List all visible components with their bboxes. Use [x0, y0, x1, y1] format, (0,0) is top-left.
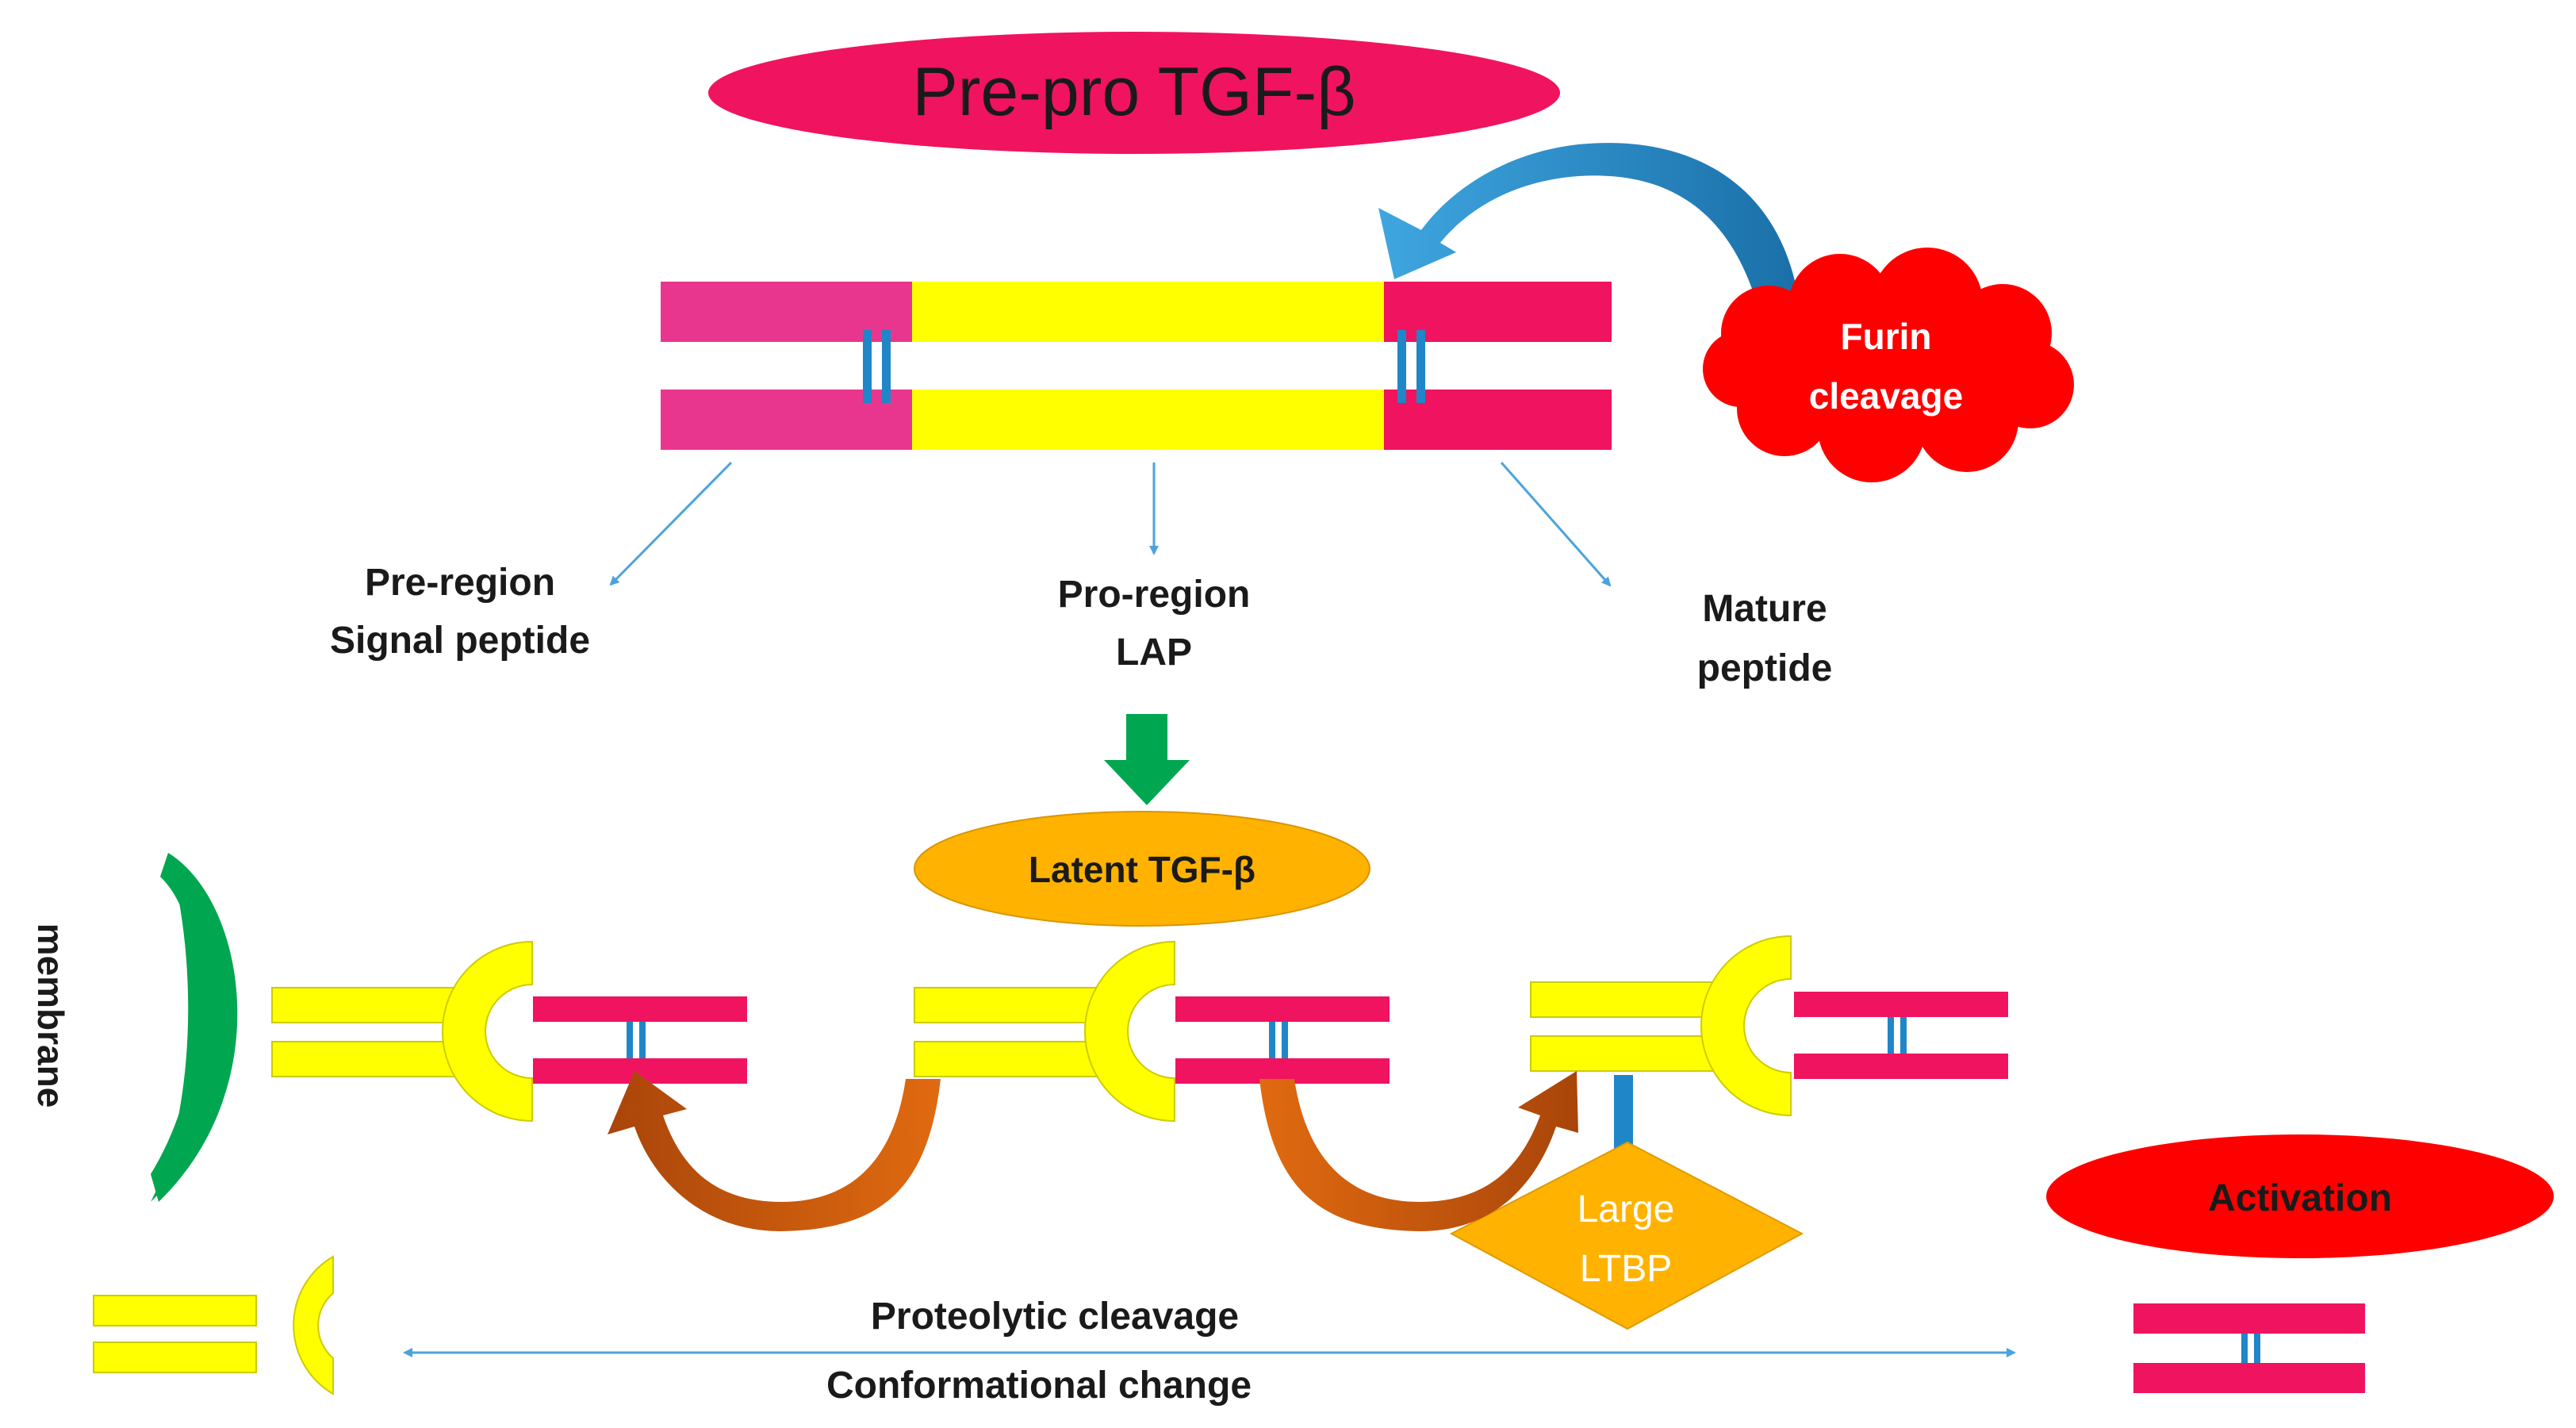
pro-region-bar-top [912, 282, 1384, 342]
title-text: Pre-pro TGF-β [912, 54, 1355, 130]
ltbp-link [1614, 1075, 1633, 1154]
mature-label-line2: peptide [1697, 647, 1833, 689]
disulfide-link [1397, 330, 1406, 403]
mature-region-pointer [1500, 462, 1612, 587]
pre-region-bar-bottom [661, 390, 912, 450]
brown-arrow-to-ltbp [1259, 1071, 1578, 1231]
latent-complex-ltbp [1530, 935, 2008, 1116]
ltbp-diamond [1449, 1141, 1804, 1330]
disulfide-link [863, 330, 872, 403]
ltbp-label-line1: Large [1577, 1188, 1675, 1230]
pre-region-label-line1: Pre-region [365, 562, 555, 604]
furin-label-line2: cleavage [1809, 375, 1963, 416]
title-ellipse [708, 32, 1560, 154]
precursor-bars [661, 282, 1612, 450]
active-tgf-dimer [2133, 1303, 2365, 1393]
brown-arrow-to-membrane [608, 1071, 941, 1231]
mature-label-line1: Mature [1702, 588, 1827, 630]
furin-curved-arrow [1378, 143, 1800, 311]
furin-cloud [1703, 248, 2074, 482]
latent-complex-free [914, 941, 1390, 1122]
ltbp-label-line2: LTBP [1580, 1248, 1672, 1290]
latent-tgf-label: Latent TGF-β [1029, 849, 1255, 890]
pro-region-label-line1: Pro-region [1058, 574, 1251, 616]
pre-region-pointer [609, 461, 733, 586]
pre-region-bar-top [661, 282, 912, 342]
membrane-label: membrane [30, 923, 71, 1108]
latent-complex-membrane [271, 941, 747, 1122]
latent-tgf-ellipse [914, 811, 1370, 927]
pre-region-label-line2: Signal peptide [330, 620, 590, 662]
disulfide-link [1416, 330, 1425, 403]
pro-region-label-line2: LAP [1116, 631, 1192, 674]
green-down-arrow [1104, 714, 1190, 805]
membrane-arc-fill [151, 853, 234, 1202]
activation-ellipse [2046, 1134, 2554, 1258]
disulfide-link [882, 330, 891, 403]
pro-region-bar-bottom [912, 390, 1384, 450]
proteolytic-label: Proteolytic cleavage [871, 1296, 1239, 1338]
activation-label: Activation [2208, 1177, 2392, 1219]
conformational-label: Conformational change [826, 1365, 1252, 1407]
furin-label-line1: Furin [1841, 316, 1932, 357]
free-lap [93, 1255, 334, 1395]
